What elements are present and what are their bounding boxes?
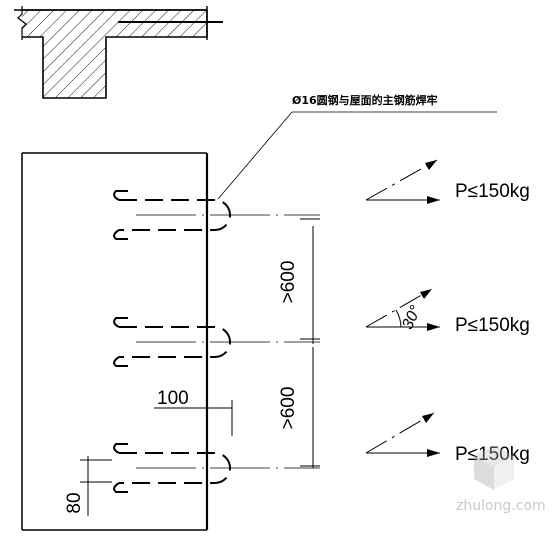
arrowhead [427,323,440,331]
beam-section-outline [22,9,208,99]
inclined-load-arrow [365,159,438,201]
load-indicator-2: 30° P≤150kg [365,288,530,336]
arrowhead [427,449,440,457]
load-indicator-1: P≤150kg [365,159,530,204]
u-bar-hook-top [113,443,128,454]
u-bar-anchor-2 [113,317,320,367]
u-bar-hook-bottom [113,229,128,240]
spacing-lower-label: >600 [278,387,299,430]
offset-label: 100 [157,388,189,409]
callout-leader [217,111,293,200]
bar-gap-dimension: 80 [64,456,112,516]
load-indicator-3: P≤150kg [365,412,530,465]
beam-section-sketch [14,6,223,99]
u-bar-hook-bottom [113,356,128,367]
arrowhead [422,413,434,423]
watermark-logo-icon [474,445,514,490]
angle-arc [395,309,402,328]
u-bar-hook-top [113,190,128,201]
u-bar-anchor-1 [113,190,320,240]
u-bar-hook-top [113,317,128,328]
watermark-text: zhulong.com [456,498,546,514]
inclined-load-arrow [365,412,435,454]
arrowhead [427,196,440,204]
spacing-dimension-upper: >600 [278,218,320,344]
load-label-3: P≤150kg [455,444,530,465]
watermark: zhulong.com [456,445,546,514]
rebar-note-callout: Ø16圆钢与屋面的主钢筋焊牢 [217,93,497,200]
inclined-load-arrow [365,288,433,328]
load-label-2: P≤150kg [455,315,530,336]
u-bar-hook-bottom [113,482,128,493]
bar-gap-label: 80 [64,492,85,513]
section-break-mark [17,6,27,40]
arrowhead [425,160,437,170]
arrowhead [420,289,432,299]
rebar-note-text: Ø16圆钢与屋面的主钢筋焊牢 [292,93,438,107]
angle-label: 30° [399,302,425,332]
spacing-upper-label: >600 [278,261,299,304]
slab-elevation [21,152,209,531]
u-bar-anchor-3 [113,443,320,493]
offset-dimension: 100 [154,388,233,436]
load-label-1: P≤150kg [455,181,530,202]
spacing-dimension-lower: >600 [278,347,320,468]
